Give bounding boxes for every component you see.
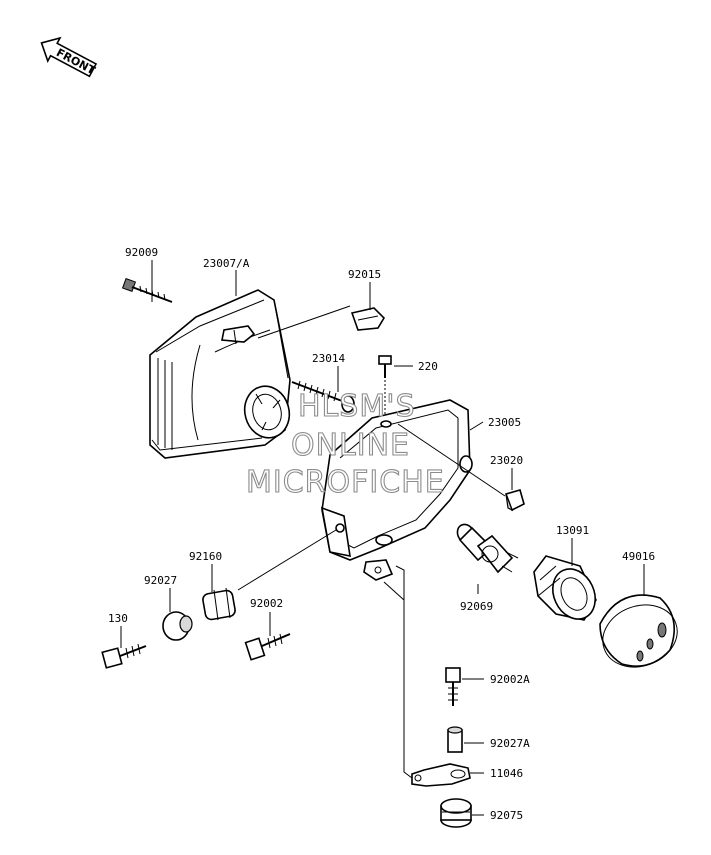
callout-23007A: 23007/A: [203, 257, 250, 270]
socket-cover-13091: [533, 555, 597, 621]
assembly-lines: [383, 565, 413, 779]
callout-92075: 92075: [490, 809, 523, 822]
callout-23014: 23014: [312, 352, 345, 365]
collar-92027: [162, 611, 193, 641]
callout-49016: 49016: [622, 550, 655, 563]
rubber-cap-49016: [599, 594, 678, 668]
callout-130: 130: [108, 612, 128, 625]
leader-lines: [120, 260, 645, 816]
headlight-case-23005: [320, 399, 473, 581]
callout-labels: 92009 23007/A 92015 23014 220 23005 2302…: [108, 246, 655, 822]
grommet-92075: [440, 798, 472, 828]
callout-92009: 92009: [125, 246, 158, 259]
screw-92009: [121, 277, 173, 303]
callout-92015: 92015: [348, 268, 381, 281]
callout-23005: 23005: [488, 416, 521, 429]
screw-220: [378, 355, 392, 418]
bolt-130: [101, 643, 147, 669]
collar-92027A: [447, 726, 463, 753]
bracket-11046: [411, 763, 471, 787]
watermark-line-2: ONLINE: [291, 428, 410, 463]
callout-92069: 92069: [460, 600, 493, 613]
callout-23020: 23020: [490, 454, 523, 467]
clip-92015: [350, 307, 386, 331]
bolt-92002: [244, 633, 291, 661]
callout-92027A: 92027A: [490, 737, 530, 750]
watermark-line-3: MICROFICHE: [246, 465, 445, 500]
adjust-screw-23014: [291, 380, 355, 413]
grommet-92160: [202, 587, 236, 621]
bolt-92002A: [445, 667, 461, 706]
callout-11046: 11046: [490, 767, 523, 780]
watermark: HLSM'S ONLINE MICROFICHE: [245, 388, 445, 500]
callout-92002A: 92002A: [490, 673, 530, 686]
nut-23020: [504, 489, 525, 512]
callout-220: 220: [418, 360, 438, 373]
callout-92027: 92027: [144, 574, 177, 587]
bulb-92069: [456, 523, 519, 574]
front-arrow-icon: FRONT: [40, 36, 98, 78]
callout-92002: 92002: [250, 597, 283, 610]
headlight-unit: [149, 289, 291, 459]
callout-13091: 13091: [556, 524, 589, 537]
callout-92160: 92160: [189, 550, 222, 563]
watermark-line-1: HLSM'S: [298, 389, 416, 424]
